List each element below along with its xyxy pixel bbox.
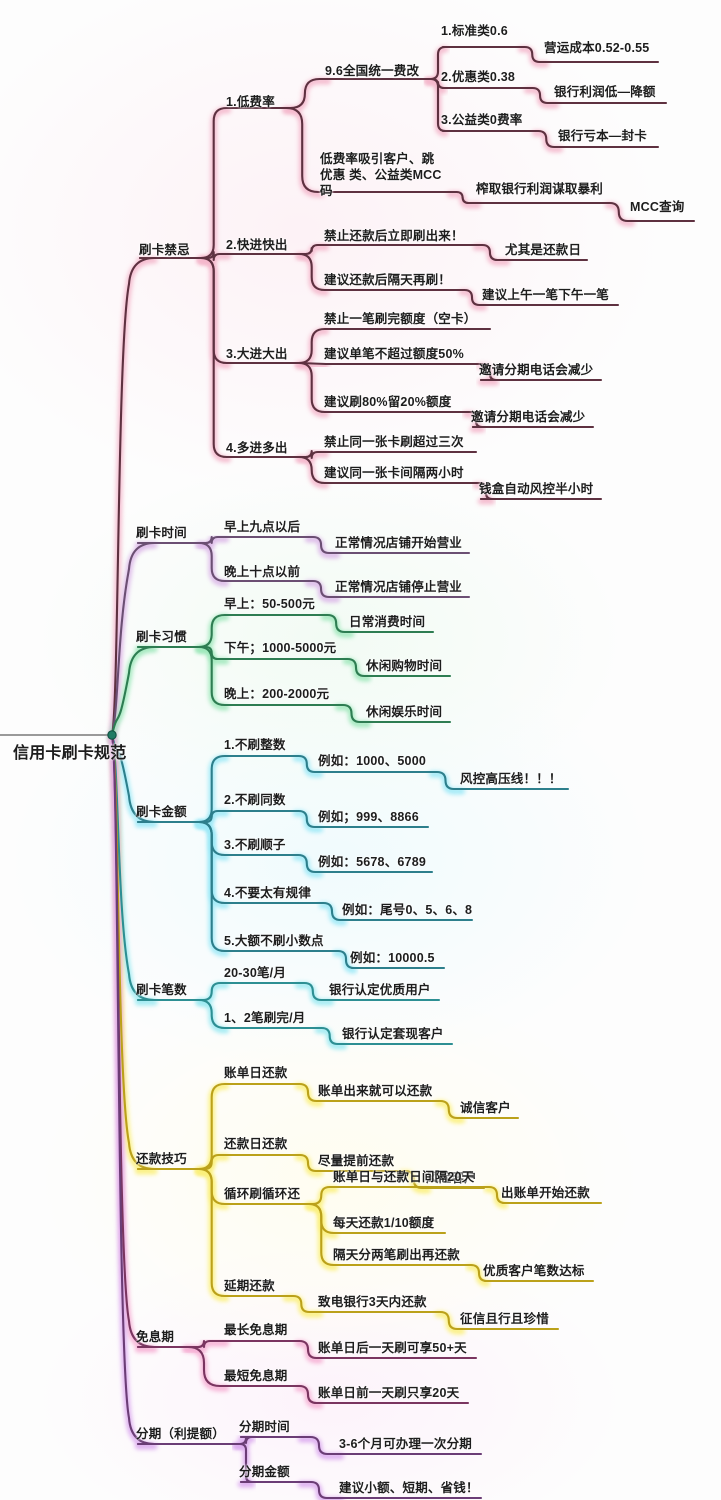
mindmap-node-label[interactable]: 禁止同一张卡刷超过三次	[324, 435, 464, 449]
mindmap-node-label[interactable]: 9.6全国统一费改	[325, 64, 420, 78]
mindmap-node-label[interactable]: 榨取银行利润谋取暴利	[476, 182, 604, 196]
mindmap-node-label[interactable]: 5.大额不刷小数点	[224, 934, 324, 948]
mindmap-node-label[interactable]: 风控高压线！！！	[460, 772, 562, 786]
mindmap-node-label[interactable]: 分期时间	[239, 1420, 290, 1434]
mindmap-node-label[interactable]: 休闲娱乐时间	[366, 705, 443, 719]
mindmap-node-label[interactable]: 例如：1000、5000	[318, 754, 427, 768]
mindmap-node-label[interactable]: 分期金额	[239, 1465, 290, 1479]
mindmap-node-label[interactable]: 致电银行3天内还款	[318, 1295, 427, 1309]
mindmap-node-label[interactable]: 刷卡金额	[136, 805, 187, 819]
mindmap-node-label[interactable]: 邀请分期电话会减少	[479, 363, 594, 377]
mindmap-node-label[interactable]: 3.公益类0费率	[441, 113, 523, 127]
mindmap-node-label[interactable]: 3-6个月可办理一次分期	[339, 1437, 472, 1451]
mindmap-node-label[interactable]: MCC查询	[630, 200, 685, 214]
mindmap-node-label[interactable]: 免息期	[136, 1330, 175, 1344]
mindmap-node-label[interactable]: 建议刷80%留20%额度	[324, 395, 452, 409]
mindmap-node-label[interactable]: 最长免息期	[224, 1323, 288, 1337]
mindmap-node-label[interactable]: 2.不刷同数	[224, 793, 286, 807]
mindmap-node-label[interactable]: 尤其是还款日	[505, 243, 582, 257]
mindmap-node-label[interactable]: 低费率吸引客户、跳优惠 类、公益类MCC码	[320, 152, 442, 198]
mindmap-node-label[interactable]: 例如：尾号0、5、6、8	[342, 903, 473, 917]
mindmap-node-label[interactable]: 3.不刷顺子	[224, 838, 286, 852]
mindmap-node-label[interactable]: 优质客户笔数达标	[483, 1264, 585, 1278]
mindmap-node-label[interactable]: 隔天分两笔刷出再还款	[333, 1248, 461, 1262]
mindmap-node-label[interactable]: 建议还款后隔天再刷！	[324, 273, 452, 287]
mindmap-node-label[interactable]: 营运成本0.52-0.55	[544, 41, 650, 55]
mindmap-node-label[interactable]: 4.多进多出	[226, 441, 288, 455]
mindmap-node-label[interactable]: 账单日还款	[224, 1066, 288, 1080]
mindmap-node-label[interactable]: 还款日还款	[224, 1137, 288, 1151]
mindmap-node-label[interactable]: 建议小额、短期、省钱！	[339, 1481, 479, 1495]
mindmap-node-label[interactable]: 出账单开始还款	[501, 1186, 590, 1200]
mindmap-node-label[interactable]: 例如：5678、6789	[318, 855, 427, 869]
mindmap-node-label[interactable]: 日常消费时间	[349, 615, 426, 629]
mindmap-node-label[interactable]: 正常情况店铺开始营业	[335, 536, 463, 550]
mindmap-node-label[interactable]: 延期还款	[224, 1279, 275, 1293]
mindmap-node-label[interactable]: 例如；999、8866	[318, 810, 419, 824]
mindmap-node-label[interactable]: 还款技巧	[136, 1152, 187, 1166]
mindmap-node-label[interactable]: 最短免息期	[224, 1369, 288, 1383]
mindmap-node-label[interactable]: 禁止还款后立即刷出来！	[324, 229, 464, 243]
mindmap-node-label[interactable]: 每天还款1/10额度	[333, 1216, 435, 1230]
mindmap-node-label[interactable]: 征信且行且珍惜	[460, 1312, 549, 1326]
mindmap-node-label[interactable]: 刷卡习惯	[136, 630, 187, 644]
mindmap-node-label[interactable]: 账单日与还款日间隔20天	[333, 1170, 475, 1184]
mindmap-node-label[interactable]: 2.优惠类0.38	[441, 70, 516, 84]
mindmap-node-label[interactable]: 1.不刷整数	[224, 738, 286, 752]
mindmap-node-label[interactable]: 刷卡时间	[136, 526, 187, 540]
mindmap-node-label[interactable]: 钱盒自动风控半小时	[479, 482, 594, 496]
mindmap-node-label[interactable]: 20-30笔/月	[224, 966, 287, 980]
mindmap-node-label[interactable]: 1、2笔刷完/月	[224, 1011, 306, 1025]
mindmap-node-label[interactable]: 银行认定套现客户	[342, 1027, 444, 1041]
mindmap-node-label[interactable]: 3.大进大出	[226, 347, 288, 361]
mindmap-node-label[interactable]: 早上：50-500元	[224, 597, 315, 611]
mindmap-node-label[interactable]: 建议同一张卡间隔两小时	[324, 466, 464, 480]
mindmap-node-label[interactable]: 诚信客户	[460, 1101, 511, 1115]
mindmap-node-label[interactable]: 下午；1000-5000元	[224, 641, 337, 655]
mindmap-node-label[interactable]: 银行认定优质用户	[329, 983, 431, 997]
mindmap-root-label[interactable]: 信用卡刷卡规范	[13, 745, 127, 762]
mindmap-node-label[interactable]: 账单日后一天刷可享50+天	[318, 1341, 467, 1355]
mindmap-node-label[interactable]: 建议上午一笔下午一笔	[482, 288, 610, 302]
mindmap-node-label[interactable]: 账单日前一天刷只享20天	[318, 1386, 460, 1400]
mindmap-node-label[interactable]: 银行利润低—降额	[554, 85, 656, 99]
mindmap-node-label[interactable]: 2.快进快出	[226, 238, 288, 252]
mindmap-node-label[interactable]: 1.低费率	[226, 95, 275, 109]
mindmap-node-label[interactable]: 账单出来就可以还款	[318, 1084, 433, 1098]
mindmap-node-label[interactable]: 循环刷循环还	[224, 1187, 301, 1201]
mindmap-node-label[interactable]: 4.不要太有规律	[224, 886, 312, 900]
mindmap-node-label[interactable]: 1.标准类0.6	[441, 24, 508, 38]
mindmap-node-label[interactable]: 禁止一笔刷完额度（空卡）	[324, 312, 477, 326]
mindmap-node-label[interactable]: 银行亏本—封卡	[558, 129, 647, 143]
mindmap-node-label[interactable]: 邀请分期电话会减少	[471, 410, 586, 424]
mindmap-node-label[interactable]: 例如：10000.5	[350, 951, 435, 965]
mindmap-node-label[interactable]: 休闲购物时间	[366, 659, 443, 673]
mindmap-node-label[interactable]: 晚上：200-2000元	[224, 687, 330, 701]
mindmap-node-label[interactable]: 刷卡禁忌	[139, 243, 190, 257]
mindmap-node-label[interactable]: 晚上十点以前	[224, 565, 301, 579]
mindmap-node-label[interactable]: 分期（利提额）	[136, 1427, 225, 1441]
mindmap-node-label[interactable]: 尽量提前还款	[318, 1154, 395, 1168]
mindmap-node-label[interactable]: 刷卡笔数	[136, 983, 187, 997]
mindmap-node-label[interactable]: 正常情况店铺停止营业	[335, 580, 463, 594]
mindmap-node-label[interactable]: 早上九点以后	[224, 520, 301, 534]
mindmap-node-label[interactable]: 风险客户	[426, 1171, 477, 1185]
mindmap-node-label[interactable]: 建议单笔不超过额度50%	[324, 347, 464, 361]
